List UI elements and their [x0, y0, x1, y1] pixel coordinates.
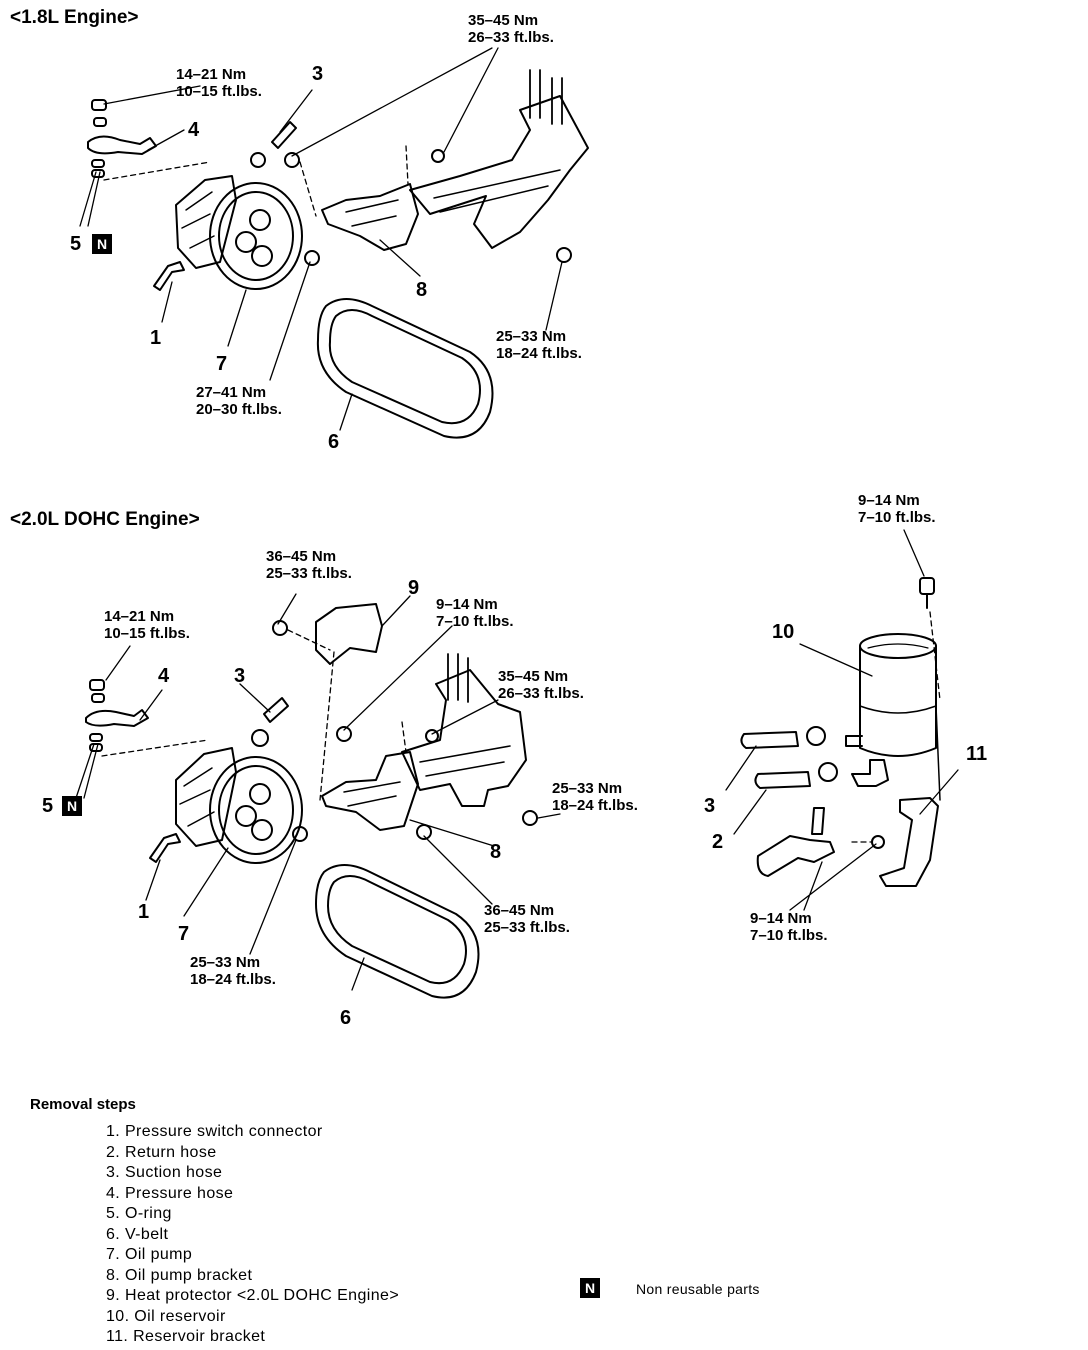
top-pulley [209, 182, 303, 290]
removal-step: 4. Pressure hose [106, 1184, 234, 1202]
removal-step: 3. Suction hose [106, 1164, 223, 1181]
top-part-number-4: 4 [188, 119, 200, 141]
top-bracket [321, 183, 419, 251]
removal-steps-title: Removal steps [30, 1096, 136, 1113]
removal-step: 8. Oil pump bracket [106, 1266, 253, 1284]
torque-label-reservoir-top: 9–14 Nm 7–10 ft.lbs. [858, 492, 936, 526]
bottom-engine-bracket [401, 669, 527, 807]
torque-label-top-27-41: 27–41 Nm 20–30 ft.lbs. [196, 384, 282, 418]
removal-step: 11. Reservoir bracket [106, 1328, 266, 1345]
reservoir-part-number-2: 2 [712, 831, 724, 853]
oil-reservoir [845, 633, 937, 787]
legend-non-reusable-badge: N [580, 1278, 600, 1298]
torque-label-reservoir-bottom: 9–14 Nm 7–10 ft.lbs. [750, 910, 828, 944]
bottom-part-number-5: 5 [42, 795, 54, 817]
torque-label-bottom-35-45: 35–45 Nm 26–33 ft.lbs. [498, 668, 584, 702]
bottom-v-belt [315, 864, 480, 999]
removal-step: 5. O-ring [106, 1205, 172, 1222]
bottom-part-number-7: 7 [178, 923, 190, 945]
removal-steps-list: 1. Pressure switch connector 2. Return h… [106, 1122, 399, 1348]
bottom-bracket [321, 751, 419, 831]
bottom-assembly [75, 593, 561, 999]
bottom-non-reusable-badge: N [62, 796, 82, 816]
torque-label-bottom-9-14: 9–14 Nm 7–10 ft.lbs. [436, 596, 514, 630]
section-title-1-8l: <1.8L Engine> [10, 7, 139, 28]
top-part-number-1: 1 [150, 327, 162, 349]
bottom-part-number-9: 9 [408, 577, 420, 599]
top-oil-pump-body [175, 175, 237, 269]
torque-label-bottom-36-45: 36–45 Nm 25–33 ft.lbs. [266, 548, 352, 582]
reservoir-assembly [725, 529, 959, 911]
reservoir-bracket [879, 797, 939, 887]
bottom-heat-protector [315, 603, 383, 665]
bottom-pulley [209, 756, 303, 864]
removal-step: 9. Heat protector <2.0L DOHC Engine> [106, 1287, 400, 1304]
section-title-2-0l: <2.0L DOHC Engine> [10, 509, 200, 530]
top-v-belt [316, 298, 494, 439]
top-part-number-8: 8 [416, 279, 428, 301]
bottom-part-number-1: 1 [138, 901, 150, 923]
reservoir-part-number-11: 11 [966, 743, 988, 765]
removal-step: 7. Oil pump [106, 1246, 193, 1263]
removal-step: 2. Return hose [106, 1143, 217, 1161]
removal-step: 10. Oil reservoir [106, 1307, 226, 1325]
torque-label-bottom-25-33-right: 25–33 Nm 18–24 ft.lbs. [552, 780, 638, 814]
bottom-part-number-3: 3 [234, 665, 246, 687]
bottom-part-number-4: 4 [158, 665, 170, 687]
top-assembly [79, 47, 589, 439]
top-engine-bracket [409, 95, 589, 249]
torque-label-top-35-45: 35–45 Nm 26–33 ft.lbs. [468, 12, 554, 46]
top-non-reusable-badge: N [92, 234, 112, 254]
torque-label-bottom-14-21: 14–21 Nm 10–15 ft.lbs. [104, 608, 190, 642]
legend-text: Non reusable parts [636, 1281, 760, 1297]
top-part-number-7: 7 [216, 353, 228, 375]
torque-label-bottom-36-45-b: 36–45 Nm 25–33 ft.lbs. [484, 902, 570, 936]
removal-step: 1. Pressure switch connector [106, 1123, 323, 1140]
bottom-part-number-8: 8 [490, 841, 502, 863]
bottom-part-number-6: 6 [340, 1007, 352, 1029]
top-part-number-5: 5 [70, 233, 82, 255]
top-part-number-6: 6 [328, 431, 340, 453]
torque-label-bottom-25-33-left: 25–33 Nm 18–24 ft.lbs. [190, 954, 276, 988]
reservoir-part-number-10: 10 [772, 621, 795, 643]
top-part-number-3: 3 [312, 63, 324, 85]
removal-step: 6. V-belt [106, 1225, 169, 1243]
torque-label-top-25-33: 25–33 Nm 18–24 ft.lbs. [496, 328, 582, 362]
reservoir-part-number-3: 3 [704, 795, 716, 817]
bottom-oil-pump-body [175, 747, 237, 847]
torque-label-top-14-21: 14–21 Nm 10–15 ft.lbs. [176, 66, 262, 100]
